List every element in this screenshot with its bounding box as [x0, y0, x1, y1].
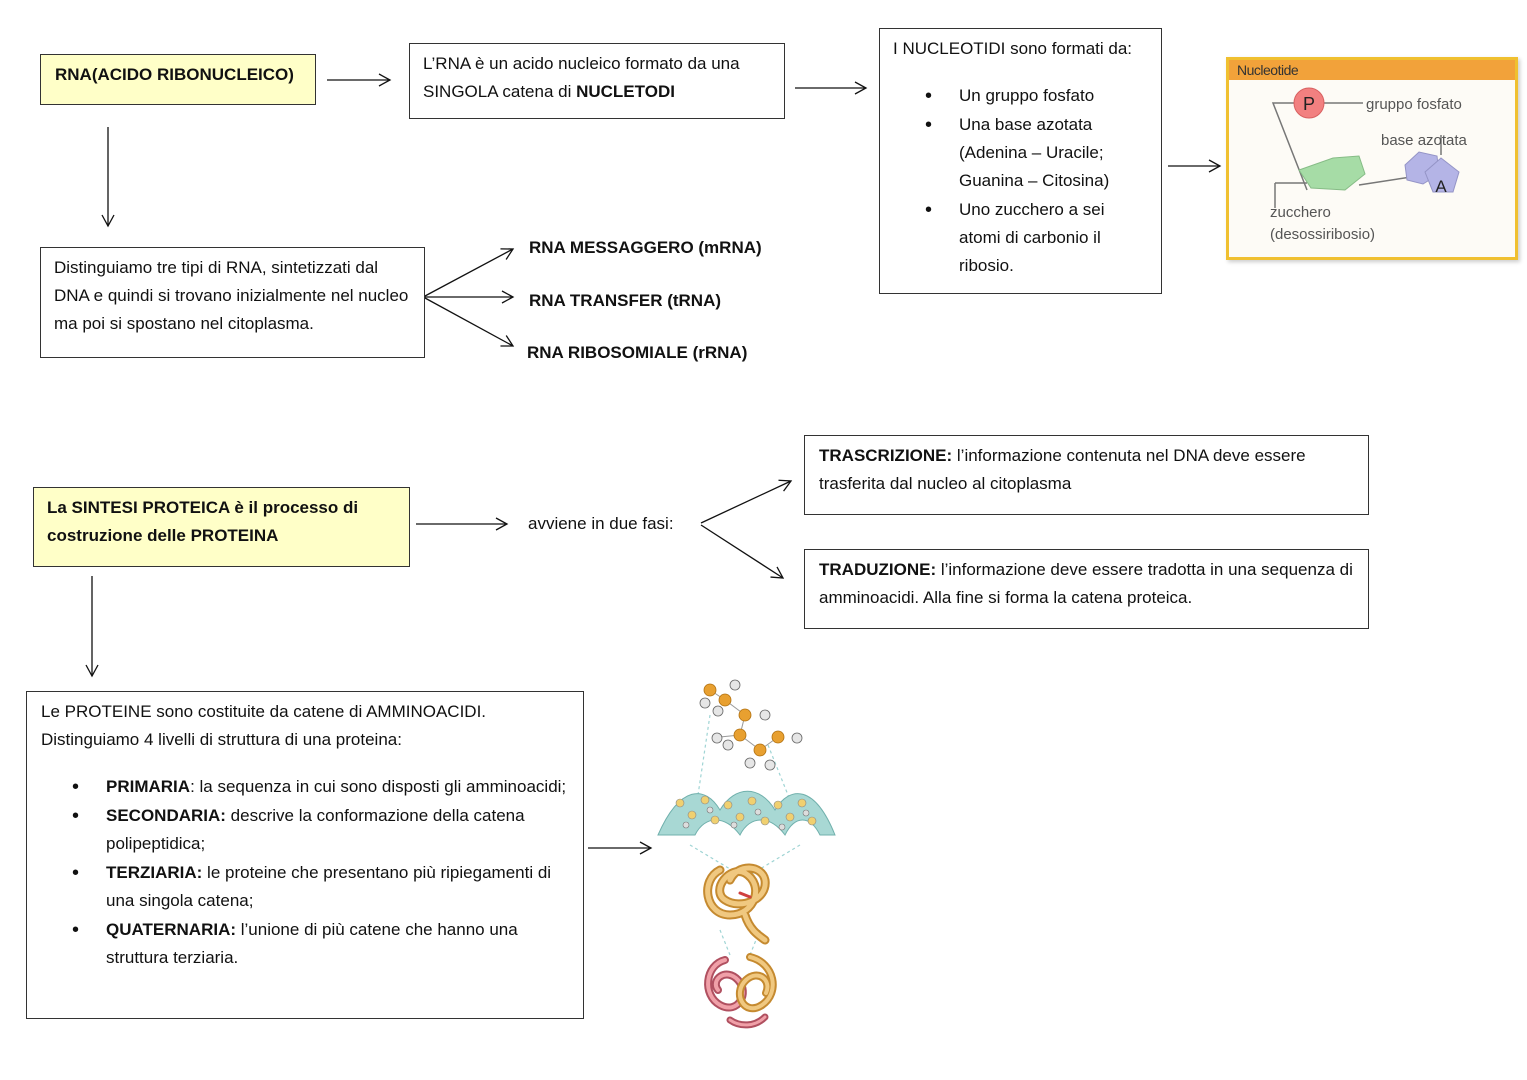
- transcription-title: TRASCRIZIONE:: [819, 446, 953, 465]
- rna-type-mrna: RNA MESSAGGERO (mRNA): [529, 238, 762, 257]
- arrow-to-translation: [700, 524, 785, 579]
- phosphate-symbol: P: [1303, 94, 1315, 114]
- synthesis-title-box: La SINTESI PROTEICA è il processo di cos…: [33, 487, 410, 567]
- sugar-label: zucchero: [1270, 204, 1331, 221]
- rna-types-box: Distinguiamo tre tipi di RNA, sintetizza…: [40, 247, 425, 358]
- translation-text: l’informazione deve essere tradotta in u…: [819, 560, 1353, 607]
- arrow-to-rrna: [424, 297, 515, 347]
- protein-level-quaternary: QUATERNARIA: l’unione di più catene che …: [72, 916, 569, 972]
- phosphate-label: gruppo fosfato: [1366, 96, 1462, 113]
- translation-box: TRADUZIONE: l’informazione deve essere t…: [804, 549, 1369, 629]
- nucleotide-item: Un gruppo fosfato: [925, 82, 1148, 111]
- nucleotide-figure-title: Nucleotide: [1229, 60, 1515, 80]
- transcription-box: TRASCRIZIONE: l’informazione contenuta n…: [804, 435, 1369, 515]
- rna-type-trna: RNA TRANSFER (tRNA): [529, 291, 722, 310]
- rna-type-rrna: RNA RIBOSOMIALE (rRNA): [527, 343, 748, 362]
- rna-definition-text: L’RNA è un acido nucleico formato da una…: [423, 54, 740, 101]
- base-ring-2: [1424, 157, 1460, 193]
- rna-definition-bold: NUCLETODI: [576, 82, 675, 101]
- proteins-intro-2: Distinguiamo 4 livelli di struttura di u…: [41, 730, 402, 749]
- sugar-pentagon: [1298, 155, 1366, 191]
- primary-structure-chain: [689, 679, 803, 956]
- sugar-sublabel: (desossiribosio): [1270, 226, 1375, 243]
- quaternary-structure-complex: [704, 953, 777, 1029]
- translation-title: TRADUZIONE:: [819, 560, 937, 579]
- nucleotides-box: I NUCLEOTIDI sono formati da: Un gruppo …: [879, 28, 1162, 294]
- base-label: base azotata: [1381, 132, 1468, 149]
- protein-level-tertiary: TERZIARIA: le proteine che presentano pi…: [72, 859, 569, 916]
- proteins-intro-1: Le PROTEINE sono costituite da catene di…: [41, 702, 487, 721]
- base-symbol: A: [1435, 177, 1447, 196]
- arrow-to-mrna: [424, 248, 515, 297]
- nucleotide-item: Una base azotata (Adenina – Uracile; Gua…: [925, 111, 1148, 196]
- nucleotide-item: Uno zucchero a sei atomi di carbonio il …: [925, 196, 1148, 280]
- rna-definition-box: L’RNA è un acido nucleico formato da una…: [409, 43, 785, 119]
- transcription-text: l’informazione contenuta nel DNA deve es…: [819, 446, 1306, 493]
- rna-title: RNA(ACIDO RIBONUCLEICO): [55, 65, 294, 84]
- phosphate-circle: [1293, 87, 1325, 119]
- secondary-structure-helix: [657, 790, 836, 836]
- protein-level-primary: PRIMARIA: la sequenza in cui sono dispos…: [72, 773, 569, 802]
- synthesis-title: La SINTESI PROTEICA è il processo di cos…: [47, 498, 359, 545]
- phases-label: avviene in due fasi:: [528, 514, 674, 533]
- arrow-to-transcription: [700, 479, 793, 524]
- rna-title-box: RNA(ACIDO RIBONUCLEICO): [40, 54, 316, 105]
- nucleotide-figure: Nucleotide P A gruppo fosfato base azota…: [1226, 57, 1518, 260]
- proteins-box: Le PROTEINE sono costituite da catene di…: [26, 691, 584, 1019]
- nucleotides-heading: I NUCLEOTIDI sono formati da:: [893, 39, 1133, 58]
- protein-structure-figure: [657, 679, 836, 1029]
- rna-types-intro: Distinguiamo tre tipi di RNA, sintetizza…: [54, 258, 409, 333]
- protein-level-secondary: SECONDARIA: descrive la conformazione de…: [72, 802, 569, 859]
- nucleotide-diagram: P A gruppo fosfato base azotata zucchero…: [1270, 87, 1468, 243]
- tertiary-structure-fold: [703, 863, 770, 945]
